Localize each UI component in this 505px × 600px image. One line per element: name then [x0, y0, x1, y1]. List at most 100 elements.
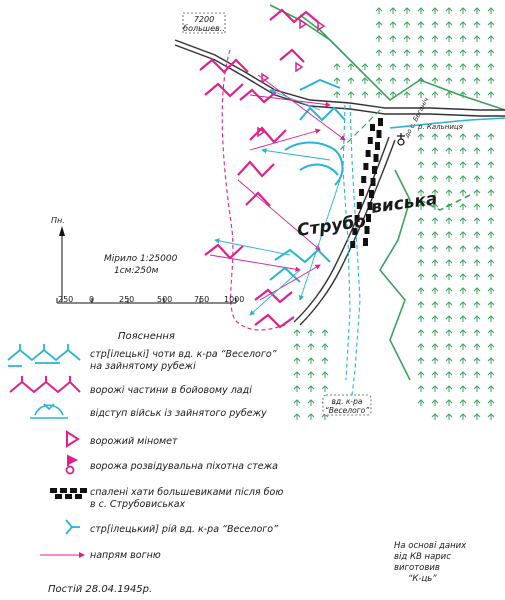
tree-icon: [459, 21, 467, 28]
svg-text:“Веселого”: “Веселого”: [325, 406, 369, 415]
tree-icon: [473, 7, 481, 14]
tree-icon: [307, 329, 315, 336]
burned-house-mark: [363, 163, 369, 170]
tree-icon: [473, 49, 481, 56]
tree-icon: [445, 161, 453, 168]
legend-title: Пояснення: [118, 331, 175, 342]
tree-icon: [431, 49, 439, 56]
river-label: р. Кальниця: [417, 123, 463, 131]
legend-item-2: ворожі частини в бойовому ладі: [90, 385, 252, 396]
enemy-line: [254, 313, 295, 329]
tree-icon: [445, 77, 453, 84]
tree-icon: [473, 175, 481, 182]
tree-icon: [473, 329, 481, 336]
tree-icon: [403, 49, 411, 56]
tree-icon: [445, 49, 453, 56]
burned-house-mark: [378, 118, 383, 126]
fire-line-enemy: [237, 179, 321, 251]
tree-icon: [431, 175, 439, 182]
tree-icon: [375, 77, 383, 84]
burned-house-mark: [375, 142, 380, 150]
tree-icon: [473, 161, 481, 168]
legend-retreat-icon: [30, 403, 68, 419]
tree-icon: [417, 357, 425, 364]
tree-icon: [403, 35, 411, 42]
tree-icon: [473, 35, 481, 42]
tree-icon: [473, 413, 481, 420]
tree-icon: [487, 357, 495, 364]
legend-burned-houses-icon: [50, 488, 87, 499]
tree-icon: [445, 399, 453, 406]
place-7200-label: 7200 большев..: [182, 12, 226, 34]
tree-icon: [321, 329, 329, 336]
footer-source-1: На основі даних: [394, 541, 467, 551]
tree-icon: [487, 343, 495, 350]
tree-icon: [487, 231, 495, 238]
tree-icon: [445, 231, 453, 238]
tree-icon: [473, 245, 481, 252]
tree-icon: [459, 413, 467, 420]
tree-icon: [361, 63, 369, 70]
mortar-icon: [257, 126, 266, 138]
mortar-icon: [317, 20, 326, 32]
tree-icon: [417, 371, 425, 378]
north-arrow-icon: [59, 226, 65, 302]
tree-icon: [417, 91, 425, 98]
tree-icon: [389, 7, 397, 14]
enemy-line: [204, 82, 244, 98]
tree-icon: [293, 371, 301, 378]
tree-icon: [431, 21, 439, 28]
burned-house-mark: [373, 154, 379, 162]
paths-dashed: [342, 104, 361, 396]
tree-icon: [403, 7, 411, 14]
tree-icon: [487, 217, 495, 224]
tree-icon: [487, 49, 495, 56]
tree-icon: [459, 49, 467, 56]
tree-icon: [459, 329, 467, 336]
tree-icon: [445, 301, 453, 308]
tree-icon: [431, 371, 439, 378]
tree-icon: [445, 385, 453, 392]
tree-icon: [445, 413, 453, 420]
tree-icon: [375, 35, 383, 42]
tree-icon: [417, 315, 425, 322]
tree-icon: [459, 7, 467, 14]
tree-icon: [445, 175, 453, 182]
fire-line-insurgent: [261, 147, 331, 161]
tree-icon: [459, 385, 467, 392]
tree-icon: [431, 63, 439, 70]
legend-item-7: стр[ілецький] рій вд. к-ра “Веселого”: [90, 524, 278, 535]
tree-icon: [473, 189, 481, 196]
legend-insurgent-position-icon: [7, 344, 81, 367]
tree-icon: [445, 259, 453, 266]
tree-icon: [487, 245, 495, 252]
tree-icon: [431, 273, 439, 280]
tree-icon: [403, 63, 411, 70]
tree-icon: [431, 217, 439, 224]
tree-icon: [459, 133, 467, 140]
forest-area: [293, 7, 495, 420]
tree-icon: [459, 315, 467, 322]
tree-icon: [307, 371, 315, 378]
footer-source-3: виготовив: [394, 563, 440, 573]
tree-icon: [417, 49, 425, 56]
tree-icon: [459, 371, 467, 378]
scale-bar: 250 0 250 500 750 1000: [56, 295, 244, 304]
tree-icon: [487, 35, 495, 42]
tree-icon: [293, 399, 301, 406]
tree-icon: [417, 133, 425, 140]
tree-icon: [431, 161, 439, 168]
tree-icon: [487, 175, 495, 182]
tree-icon: [333, 91, 341, 98]
tree-icon: [375, 7, 383, 14]
tree-icon: [459, 287, 467, 294]
tree-icon: [473, 217, 481, 224]
tree-icon: [403, 21, 411, 28]
tree-icon: [473, 315, 481, 322]
burned-house-mark: [352, 228, 358, 235]
fire-line-enemy: [209, 254, 301, 272]
svg-text:250: 250: [119, 295, 134, 304]
tree-icon: [321, 357, 329, 364]
enemy-line: [269, 8, 319, 24]
tree-icon: [487, 287, 495, 294]
